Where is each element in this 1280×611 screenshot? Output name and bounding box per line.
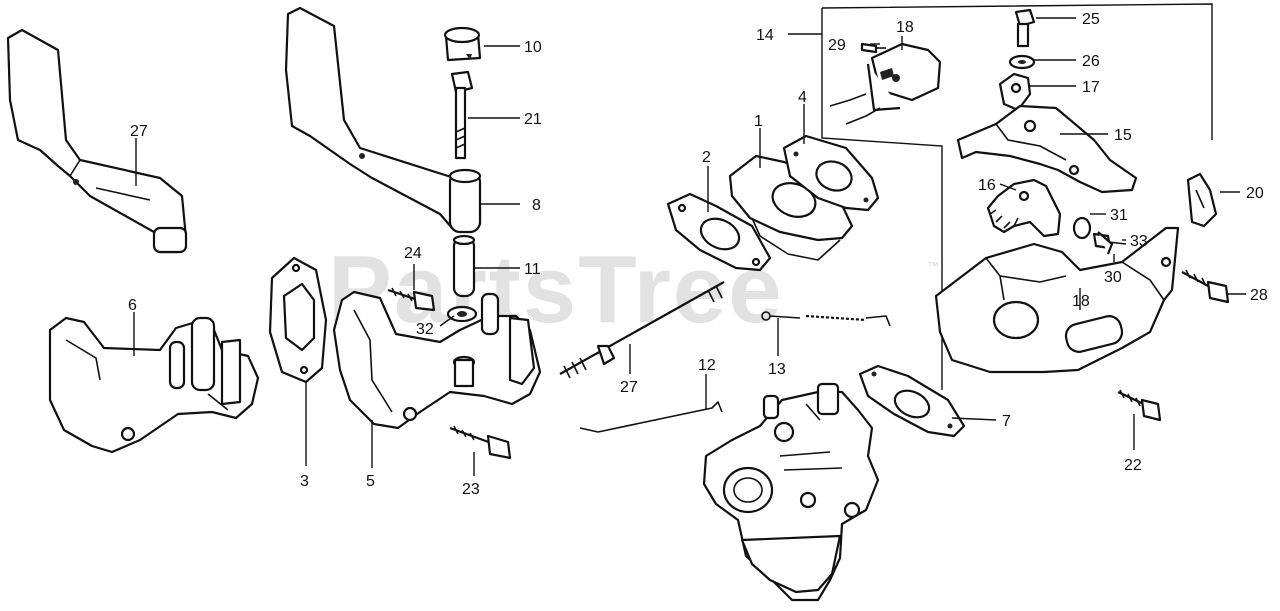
part-30-bolt	[1097, 231, 1114, 255]
part-6-bracket	[48, 316, 260, 454]
callout-labels: 27 6 10 21 8 11 24 32 3 5 23 2 1 4 27 12…	[128, 11, 1268, 498]
part-25-bolt	[1014, 8, 1036, 48]
callout-24: 24	[404, 245, 422, 262]
callout-17: 17	[1082, 79, 1100, 96]
part-4-gasket	[782, 134, 880, 212]
callout-15: 15	[1114, 127, 1132, 144]
callout-31: 31	[1110, 207, 1128, 224]
carburetor-body	[702, 382, 880, 602]
part-2-gasket	[666, 192, 772, 272]
part-8-governor-lever	[284, 6, 482, 234]
part-29-screw	[860, 42, 886, 54]
callout-14: 14	[756, 27, 774, 44]
callout-10: 10	[524, 39, 542, 56]
part-3-gasket	[268, 256, 328, 384]
part-31-washer	[1072, 216, 1092, 240]
part-21-bolt	[450, 70, 474, 160]
callout-32: 32	[416, 321, 434, 338]
callout-20-upper: 18	[896, 19, 914, 36]
callout-2: 2	[702, 149, 711, 166]
svg-text:™: ™	[927, 259, 939, 273]
part-24-bolt	[387, 287, 436, 312]
callout-26: 26	[1082, 53, 1100, 70]
callout-6: 6	[128, 297, 137, 314]
part-20-clip	[1186, 172, 1218, 228]
leader-lines	[133, 17, 1246, 476]
part-20-switch	[829, 42, 942, 125]
part-10-cap	[443, 26, 482, 62]
callout-9: 27	[130, 123, 148, 140]
part-26-washer	[1008, 54, 1036, 70]
callout-3: 3	[300, 473, 309, 490]
part-18-plate	[934, 226, 1180, 374]
callout-33: 33	[1130, 233, 1148, 250]
callout-12: 12	[698, 357, 716, 374]
callout-21: 21	[524, 111, 542, 128]
governor-group-box	[821, 3, 1213, 390]
callout-4: 4	[798, 89, 807, 106]
part-12-rod	[579, 401, 723, 433]
callout-16: 16	[978, 177, 996, 194]
part-28-bolt	[1181, 269, 1230, 304]
part-7-gasket	[858, 364, 966, 438]
callout-7: 7	[1002, 413, 1011, 430]
part-17-arm	[998, 72, 1032, 112]
callout-8: 8	[532, 197, 541, 214]
callout-23: 23	[462, 481, 480, 498]
callout-28: 28	[1250, 287, 1268, 304]
callout-11: 11	[524, 261, 541, 278]
callout-29: 29	[828, 37, 846, 54]
callout-27: 27	[620, 379, 638, 396]
part-5-manifold	[332, 290, 542, 430]
callout-25: 25	[1082, 11, 1100, 28]
callout-13: 13	[768, 361, 786, 378]
part-9-lever	[6, 28, 188, 254]
part-15-bracket	[956, 104, 1138, 194]
callout-30: 30	[1104, 269, 1122, 286]
part-23-bolt	[449, 425, 512, 460]
part-32-washer	[446, 305, 478, 323]
part-16-segment	[986, 178, 1062, 238]
part-13-spring	[761, 311, 891, 327]
callout-20-right: 20	[1246, 185, 1264, 202]
callout-22: 22	[1124, 457, 1142, 474]
callout-18: 18	[1072, 293, 1090, 310]
part-11-spacer	[452, 234, 476, 298]
part-27-stud	[559, 281, 725, 379]
callout-5: 5	[366, 473, 375, 490]
part-22-bolt	[1117, 389, 1162, 422]
callout-1: 1	[754, 113, 763, 130]
